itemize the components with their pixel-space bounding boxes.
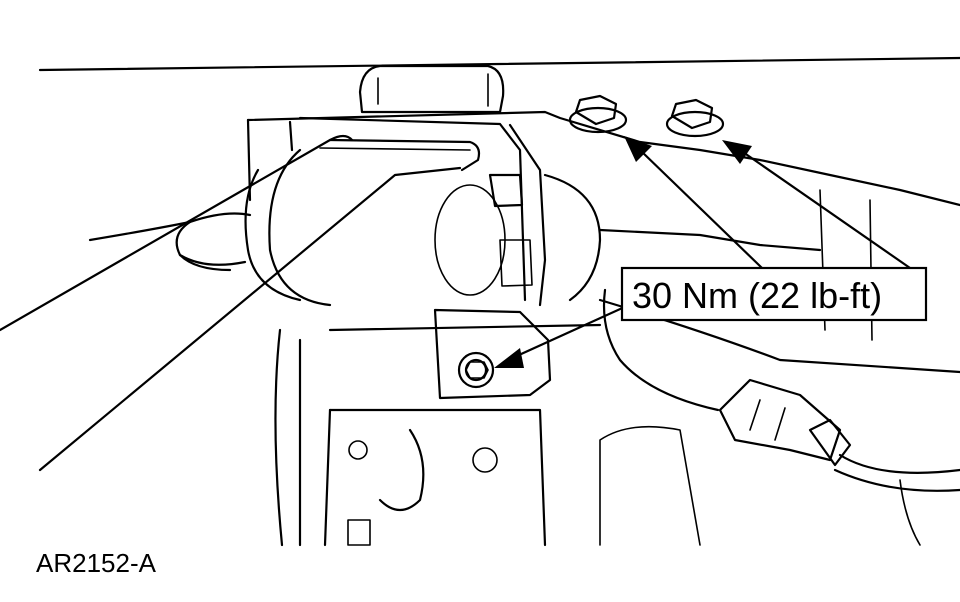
upper-mount <box>358 64 505 114</box>
bolt-lower <box>457 351 495 389</box>
electrical-connector <box>602 288 960 546</box>
figure-number: AR2152-A <box>36 548 157 578</box>
pulley-component <box>244 148 506 307</box>
background-edge-line <box>38 56 960 72</box>
callout-leaders <box>494 136 912 368</box>
bolt-top-left <box>568 94 628 134</box>
hand <box>88 212 252 272</box>
bracket-housing <box>246 110 960 374</box>
arrow-head-lower-bolt <box>494 348 524 368</box>
bolt-top-right <box>665 98 725 138</box>
torque-callout: 30 Nm (22 lb-ft) <box>620 266 928 322</box>
arrow-head-left-bolt <box>624 136 652 162</box>
pry-bar-tool <box>0 134 481 472</box>
arrow-head-right-bolt <box>722 140 752 164</box>
torque-spec-label: 30 Nm (22 lb-ft) <box>632 275 882 316</box>
lower-bracket-plate <box>274 308 701 547</box>
